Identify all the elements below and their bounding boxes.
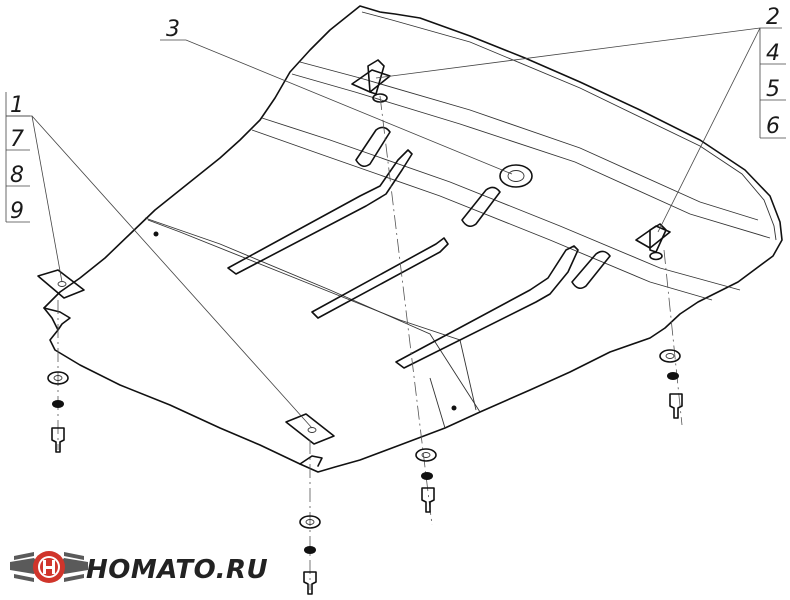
bend-line-5	[144, 217, 481, 413]
bend-lines	[144, 61, 771, 429]
fastener-stack-bottom	[299, 515, 321, 595]
callout-1: 1	[10, 93, 24, 118]
logo-emblem-icon	[10, 551, 88, 583]
bracket-right	[635, 223, 671, 261]
logo-text: HOMATO.RU	[86, 555, 268, 585]
fastener-stack-center	[415, 448, 437, 513]
callout-3: 3	[166, 17, 180, 42]
callout-box-right: 2 4 5 6	[759, 5, 786, 139]
drain-plug-outer	[499, 164, 533, 188]
bend-line-4	[251, 129, 713, 301]
callout-4: 4	[766, 41, 780, 66]
fastener-stack-right	[659, 349, 683, 419]
drain-plug-inner	[507, 170, 525, 182]
fastener-stack-left	[47, 371, 69, 453]
callout-7: 7	[10, 127, 24, 152]
callout-2: 2	[766, 5, 780, 30]
stiffening-ribs	[227, 149, 579, 369]
fastener-axes	[57, 95, 683, 590]
callout-8: 8	[10, 163, 24, 188]
hole-bottom	[451, 405, 457, 411]
drain-plug	[499, 164, 533, 188]
slot-3	[571, 250, 611, 290]
plate-notch-left	[43, 307, 71, 331]
bend-line-1	[299, 61, 759, 221]
callout-9: 9	[10, 199, 24, 224]
hole-left	[153, 231, 159, 237]
plate-outline	[43, 5, 783, 473]
plate-notch-bottom	[299, 455, 323, 467]
callout-5: 5	[766, 77, 780, 102]
bend-line-3	[261, 117, 741, 291]
rib-3	[395, 245, 579, 369]
bracket-bottom	[285, 413, 335, 445]
plate-inner-edge	[361, 11, 777, 241]
rib-2	[311, 237, 449, 319]
callout-box-left: 1 7 8 9	[5, 92, 30, 224]
bend-line-2	[291, 73, 771, 239]
rib-1	[227, 149, 413, 275]
bend-line-7	[429, 377, 446, 429]
slots	[355, 126, 611, 290]
bracket-left	[37, 269, 85, 299]
callout-6: 6	[766, 114, 780, 139]
slot-1	[355, 126, 391, 168]
logo: HOMATO.RU	[10, 551, 268, 585]
skid-plate	[43, 5, 783, 473]
slot-2	[461, 186, 501, 228]
